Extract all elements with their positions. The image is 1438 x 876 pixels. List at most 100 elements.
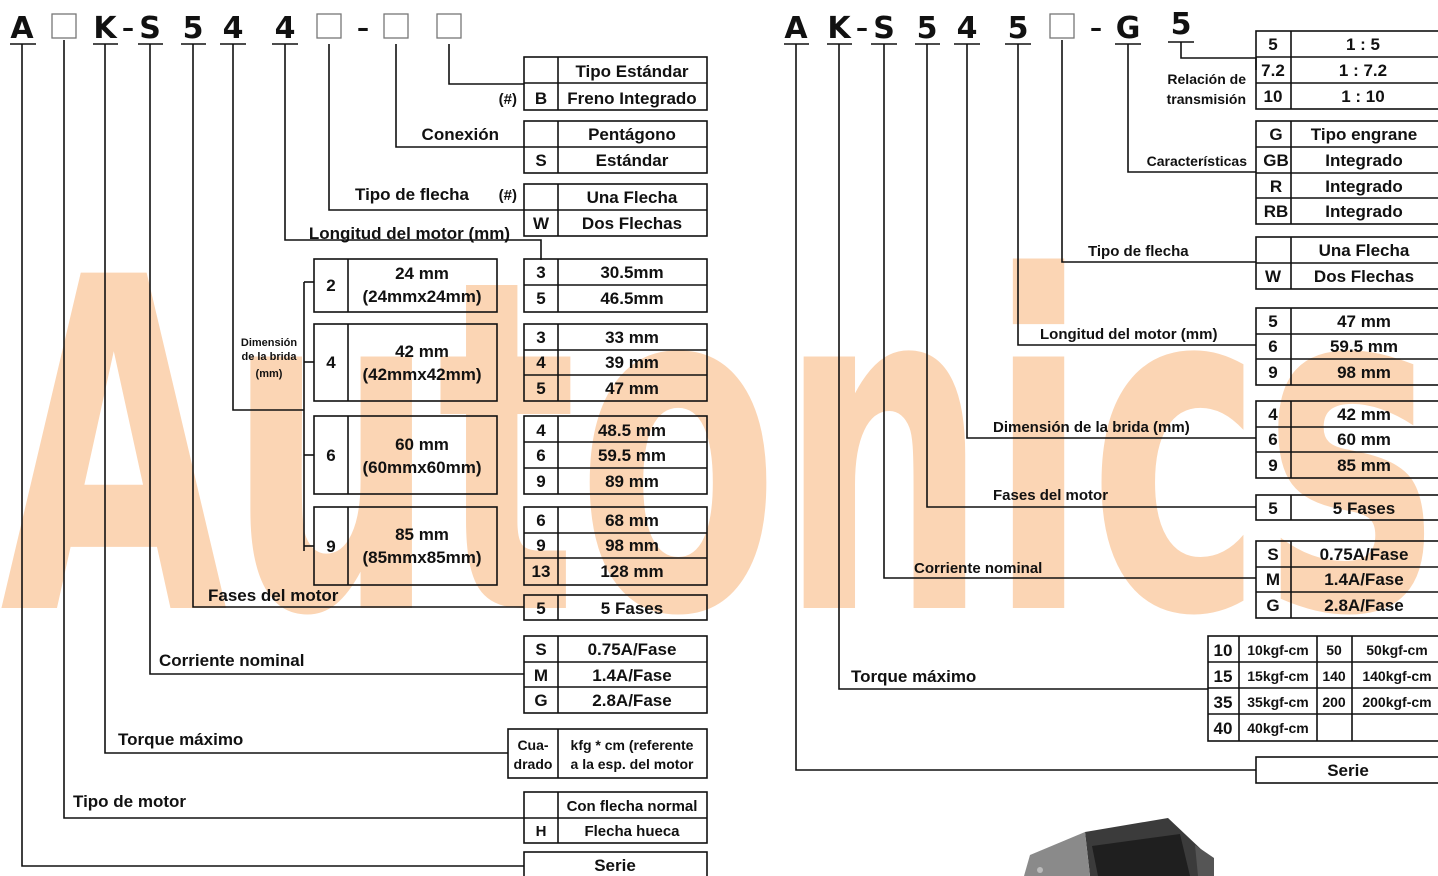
length-value: 98 mm (1337, 363, 1391, 382)
shaft-desc-2: Dos Flechas (1314, 267, 1414, 286)
features-code: GB (1263, 151, 1289, 170)
flange-size: 85 mm (395, 525, 449, 544)
length-value: 59.5 mm (598, 446, 666, 465)
current-code: M (1266, 570, 1280, 589)
left-series-table (523, 851, 708, 876)
current-code: S (535, 640, 546, 659)
flange-size-detail: (85mmx85mm) (362, 548, 481, 567)
right-current-table (1255, 540, 1438, 619)
length-value: 39 mm (605, 353, 659, 372)
ratio-label-line1: Relación de (1167, 71, 1246, 87)
length-value: 33 mm (605, 328, 659, 347)
length-code: 5 (536, 379, 545, 398)
code-char-flange: 4 (223, 11, 244, 46)
current-code: G (1266, 596, 1279, 615)
flange-size: 24 mm (395, 264, 449, 283)
torque-value: 140kgf-cm (1362, 668, 1431, 684)
phases-value: 5 Fases (1333, 499, 1395, 518)
motor-length-label: Longitud del motor (mm) (309, 224, 510, 243)
ratio-code: 10 (1264, 87, 1283, 106)
length-value: 98 mm (605, 536, 659, 555)
phases-label: Fases del motor (993, 487, 1108, 504)
torque-col2-line2: a la esp. del motor (571, 756, 694, 772)
left-shaft-table (523, 183, 708, 237)
code-char-phases: 5 (917, 11, 938, 46)
connection-desc-1: Pentágono (588, 125, 676, 144)
right-code-row: A K – S 5 4 5 – G 5 (784, 7, 1191, 46)
current-value: 1.4A/Fase (592, 666, 671, 685)
torque-col2-line1: kfg * cm (referente (571, 737, 694, 753)
code-dash: – (856, 14, 868, 42)
right-series-table (1255, 756, 1438, 784)
left-code-placeholder-boxes (51, 13, 462, 39)
stepper-motor-image (1024, 818, 1214, 876)
code-char-current: S (139, 11, 161, 46)
shaft-code-2: W (1265, 267, 1282, 286)
torque-code: 140 (1322, 668, 1346, 684)
code-char-phases: 5 (183, 11, 204, 46)
flange-group-24 (313, 258, 708, 313)
shaft-desc-1: Una Flecha (587, 188, 678, 207)
shaft-desc-2: Dos Flechas (582, 214, 682, 233)
flange-size: 60 mm (395, 435, 449, 454)
length-code: 4 (536, 421, 546, 440)
torque-label: Torque máximo (118, 730, 243, 749)
right-code-placeholder-boxes (1049, 13, 1075, 39)
flange-code: 2 (326, 276, 335, 295)
length-value: 68 mm (605, 511, 659, 530)
code-char-series: A (784, 11, 808, 46)
current-value: 2.8A/Fase (1324, 596, 1403, 615)
phases-label: Fases del motor (208, 586, 339, 605)
flange-size-detail: (42mmx42mm) (362, 365, 481, 384)
torque-value: 200kgf-cm (1362, 694, 1431, 710)
features-value: Integrado (1325, 177, 1402, 196)
flange-label-line1: Dimensión (241, 337, 298, 349)
right-torque-table (1207, 635, 1438, 742)
shaft-optional-mark: (#) (499, 187, 517, 204)
features-code: RB (1264, 202, 1289, 221)
current-value: 1.4A/Fase (1324, 570, 1403, 589)
phases-code: 5 (536, 599, 545, 618)
torque-col1-line1: Cua- (517, 737, 548, 753)
flange-size: 42 mm (1337, 405, 1391, 424)
length-value: 47 mm (605, 379, 659, 398)
length-code: 3 (536, 263, 545, 282)
flange-code: 6 (1268, 430, 1277, 449)
length-code: 6 (536, 511, 545, 530)
phases-value: 5 Fases (601, 599, 663, 618)
torque-value: 40kgf-cm (1247, 720, 1308, 736)
current-value: 0.75A/Fase (588, 640, 677, 659)
length-code: 13 (532, 562, 551, 581)
torque-value: 50kgf-cm (1366, 642, 1427, 658)
code-char-length: 4 (275, 11, 296, 46)
torque-label: Torque máximo (851, 667, 976, 686)
length-value: 48.5 mm (598, 421, 666, 440)
series-label: Serie (1327, 761, 1369, 780)
current-code: M (534, 666, 548, 685)
flange-group-42 (313, 323, 708, 402)
series-label: Serie (594, 856, 636, 875)
flange-code: 4 (326, 353, 336, 372)
torque-code: 15 (1214, 667, 1233, 686)
length-value: 47 mm (1337, 312, 1391, 331)
flange-size: 85 mm (1337, 456, 1391, 475)
watermark-text: Autonics (0, 182, 1438, 717)
right-flange-table (1255, 400, 1438, 479)
brake-code-b: B (535, 89, 547, 108)
flange-size: 42 mm (395, 342, 449, 361)
ratio-value: 1 : 5 (1346, 35, 1380, 54)
length-value: 30.5mm (600, 263, 663, 282)
length-code: 9 (536, 472, 545, 491)
code-dash: – (122, 14, 134, 42)
length-code: 9 (536, 536, 545, 555)
code-char-series: A (10, 11, 34, 46)
flange-code: 6 (326, 446, 335, 465)
left-motor-type-table (523, 791, 708, 844)
flange-group-85 (313, 506, 708, 586)
flange-size: 60 mm (1337, 430, 1391, 449)
flange-code: 9 (326, 537, 335, 556)
left-leader-lines (21, 40, 542, 867)
code-char-flange: 4 (957, 11, 978, 46)
flange-code: 4 (1268, 405, 1278, 424)
motor-type-code-2: H (536, 823, 547, 840)
